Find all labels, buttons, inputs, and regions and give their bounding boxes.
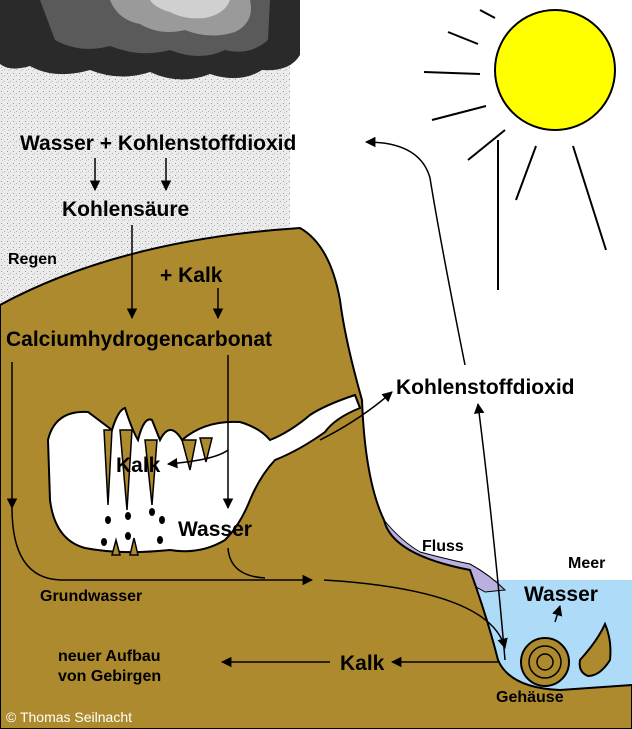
cloud [0,0,300,80]
label-new-mountains-1: neuer Aufbau [58,648,161,665]
label-plus-lime: + Kalk [160,264,223,287]
label-new-mountains-2: von Gebirgen [58,668,161,685]
sun [423,9,616,290]
label-shells: Gehäuse [496,689,564,706]
label-sea: Meer [568,555,605,572]
copyright: © Thomas Seilnacht [6,709,132,725]
earth [0,226,632,729]
water-drops [101,508,165,546]
label-calcium-bicarbonate: Calciumhydrogencarbonat [6,328,272,351]
arrows [6,136,563,668]
label-river: Fluss [422,538,464,555]
label-co2-right: Kohlenstoffdioxid [396,376,574,399]
label-lime-bottom: Kalk [340,652,385,675]
shells [520,621,612,687]
label-water-sea: Wasser [524,583,598,606]
label-lime-cave: Kalk [116,454,161,477]
label-carbonic-acid: Kohlensäure [62,198,189,221]
label-groundwater: Grundwasser [40,588,142,605]
label-rain: Regen [8,251,57,268]
label-water-co2: Wasser + Kohlenstoffdioxid [20,132,296,155]
stalactites [103,429,213,556]
label-water-cave: Wasser [178,518,252,541]
